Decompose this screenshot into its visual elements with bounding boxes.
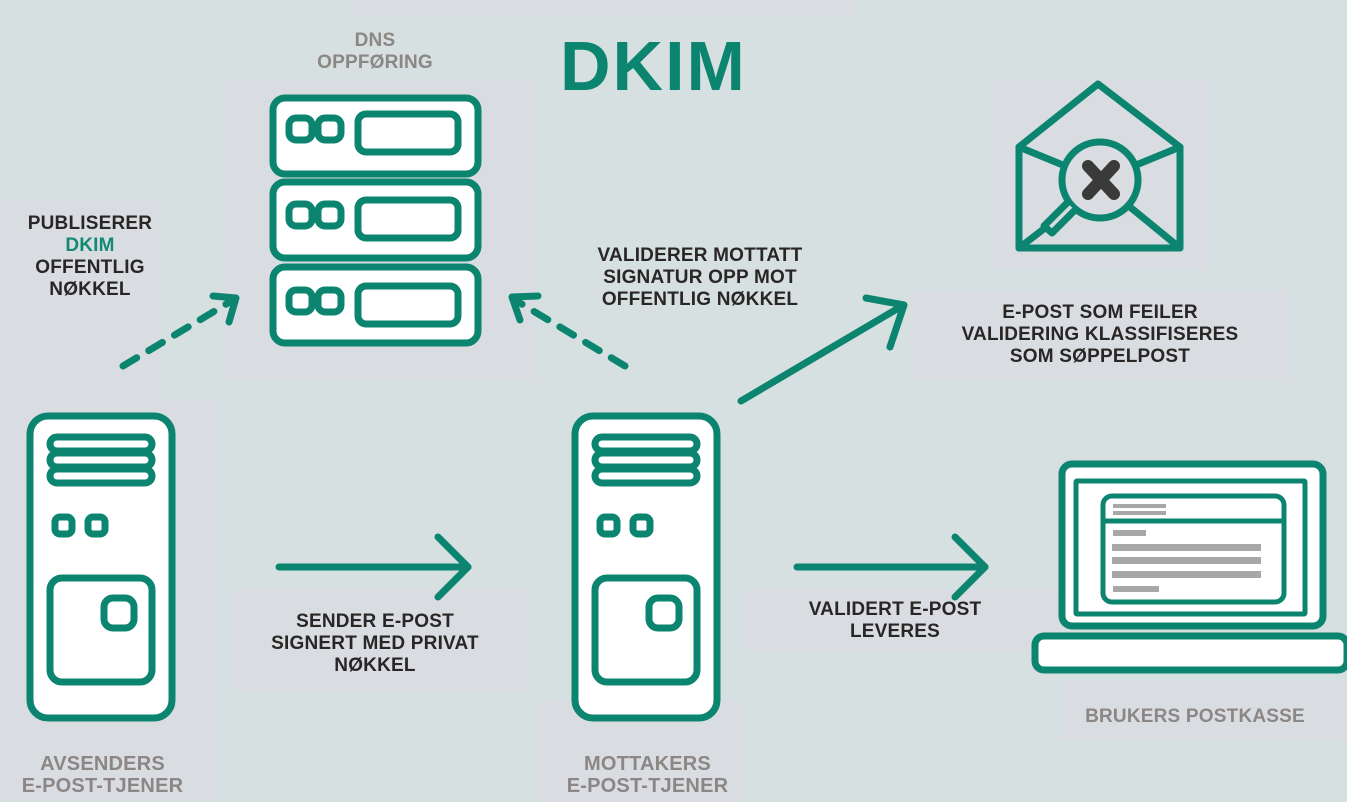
deliver-arrow bbox=[793, 533, 989, 601]
send-line1: SENDER E-POST bbox=[296, 611, 454, 632]
sender-label: AVSENDERS E-POST-TJENER bbox=[0, 753, 205, 797]
send-line3: NØKKEL bbox=[334, 655, 416, 676]
reject-line3: SOM SØPPELPOST bbox=[1009, 346, 1191, 367]
inbox-label: BRUKERS POSTKASSE bbox=[1085, 706, 1305, 727]
laptop-mailbox-icon bbox=[1031, 460, 1347, 674]
validate-step-label: VALIDERER MOTTATT SIGNATUR OPP MOT OFFEN… bbox=[540, 245, 860, 311]
page-title: DKIM bbox=[560, 27, 747, 105]
publish-line3: OFFENTLIG bbox=[35, 257, 145, 278]
mailbox-text-lines bbox=[1112, 504, 1261, 592]
reject-line1: E-POST SOM FEILER bbox=[1002, 302, 1198, 323]
envelope-rejected-icon bbox=[1015, 80, 1184, 252]
bg-patch bbox=[1060, 680, 1347, 740]
receiver-tower-server-icon bbox=[571, 412, 721, 722]
send-line2: SIGNERT MED PRIVAT bbox=[271, 633, 479, 654]
bg-patch bbox=[740, 590, 1060, 650]
sender-label-line2: E-POST-TJENER bbox=[21, 775, 184, 797]
validate-dashed-arrow bbox=[508, 292, 629, 370]
validate-line1: VALIDERER MOTTATT bbox=[597, 245, 803, 266]
bg-patch bbox=[0, 200, 160, 410]
send-arrow bbox=[275, 533, 472, 601]
deliver-line2: LEVERES bbox=[849, 621, 941, 642]
dns-label-line1: DNS bbox=[354, 30, 396, 51]
server-rack-icon bbox=[269, 94, 482, 347]
receiver-label: MOTTAKERS E-POST-TJENER bbox=[545, 753, 750, 797]
publish-dashed-arrow bbox=[119, 292, 240, 370]
reject-line2: VALIDERING KLASSIFISERES bbox=[961, 324, 1239, 345]
bg-patch bbox=[230, 590, 530, 690]
receiver-label-line2: E-POST-TJENER bbox=[566, 775, 729, 797]
publish-line2-dkim: DKIM bbox=[65, 235, 115, 256]
receiver-label-line1: MOTTAKERS bbox=[584, 753, 711, 775]
sender-tower-server-icon bbox=[26, 412, 176, 722]
publish-line4: NØKKEL bbox=[49, 279, 131, 300]
publish-step-label: PUBLISERER DKIM OFFENTLIG NØKKEL bbox=[0, 213, 180, 301]
sender-label-line1: AVSENDERS bbox=[40, 753, 165, 775]
bg-patch bbox=[355, 0, 855, 16]
validate-line2: SIGNATUR OPP MOT bbox=[603, 267, 797, 288]
send-step-label: SENDER E-POST SIGNERT MED PRIVAT NØKKEL bbox=[220, 611, 530, 677]
publish-line1: PUBLISERER bbox=[27, 213, 153, 234]
reject-step-label: E-POST SOM FEILER VALIDERING KLASSIFISER… bbox=[900, 302, 1300, 368]
dns-label-line2: OPPFØRING bbox=[317, 52, 433, 73]
dns-label: DNS OPPFØRING bbox=[290, 30, 460, 74]
bg-patch bbox=[910, 290, 1290, 380]
validate-line3: OFFENTLIG NØKKEL bbox=[601, 289, 799, 310]
x-mark-icon bbox=[1082, 160, 1120, 200]
reject-arrow bbox=[737, 294, 908, 405]
deliver-line1: VALIDERT E-POST bbox=[808, 599, 982, 620]
deliver-step-label: VALIDERT E-POST LEVERES bbox=[745, 599, 1045, 643]
